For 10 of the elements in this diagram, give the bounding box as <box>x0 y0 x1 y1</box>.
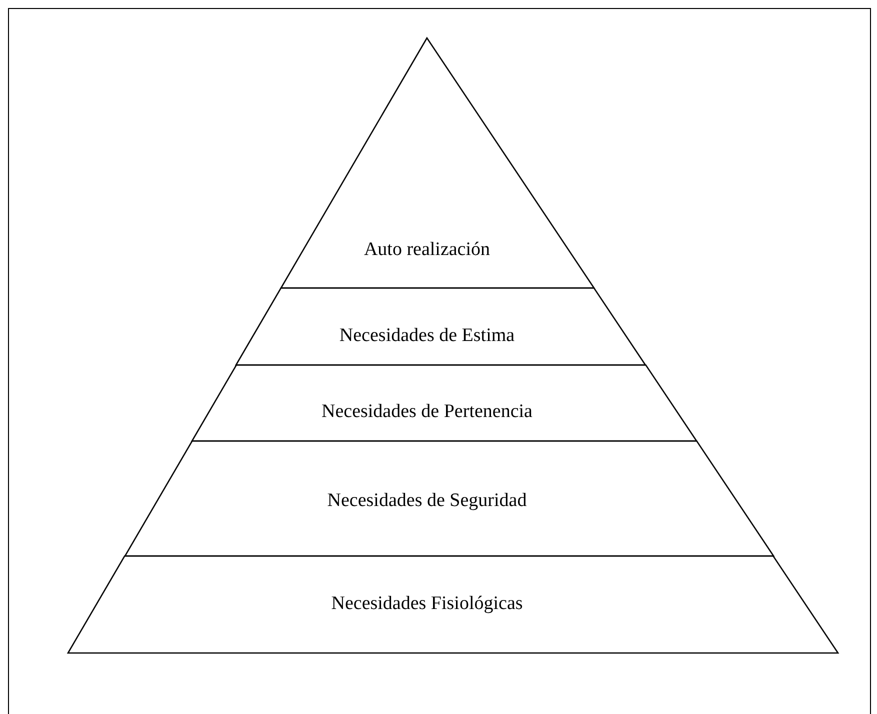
level-label: Necesidades de Seguridad <box>327 489 527 513</box>
level-label: Necesidades de Estima <box>339 324 515 348</box>
pyramid-level <box>236 288 646 365</box>
level-label: Auto realización <box>362 238 492 262</box>
pyramid-level <box>192 365 696 441</box>
level-label: Necesidades Fisiológicas <box>331 592 523 616</box>
level-label: Necesidades de Pertenencia <box>321 400 532 424</box>
pyramid-level <box>68 556 838 653</box>
pyramid-level <box>281 38 594 288</box>
pyramid-level <box>124 441 774 556</box>
